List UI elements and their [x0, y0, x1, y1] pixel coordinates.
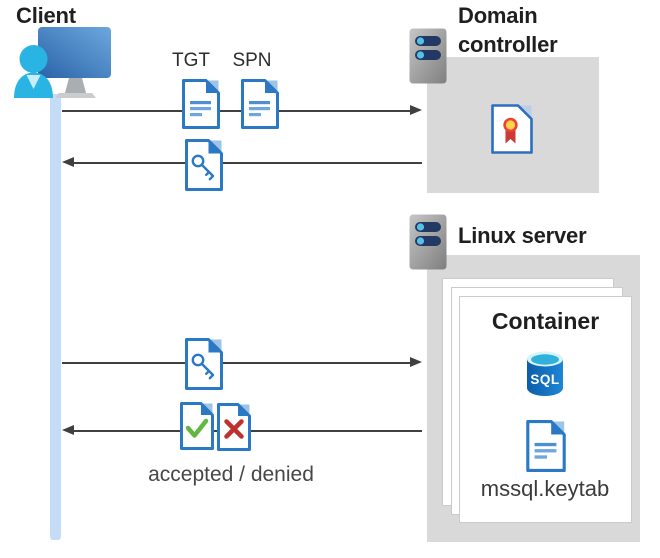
keytab-file-label: mssql.keytab	[480, 476, 610, 501]
sql-database-icon: SQL	[527, 351, 563, 396]
arrow-dc-to-client-line	[74, 162, 422, 164]
key-bow	[191, 353, 205, 367]
monitor-base	[55, 93, 96, 98]
arrow-client-to-linux-head	[410, 357, 422, 367]
keytab-document-icon	[526, 420, 566, 472]
client-label: Client	[16, 3, 76, 28]
person-collar	[26, 75, 41, 89]
key-document-icon	[185, 338, 223, 390]
container-card-front	[459, 296, 632, 523]
arrow-dc-to-client-head	[62, 157, 74, 167]
spn-document-icon	[241, 79, 279, 129]
arrow-client-to-dc-head	[410, 105, 422, 115]
sql-badge-text: SQL	[530, 372, 559, 387]
spn-label: SPN	[232, 50, 272, 71]
certificate-document-icon	[491, 104, 533, 154]
domain-controller-server-icon	[409, 28, 447, 84]
arrow-client-to-linux-line	[62, 362, 410, 364]
check-mark	[185, 418, 209, 438]
key-shaft	[200, 362, 215, 380]
accepted-denied-label: accepted / denied	[148, 463, 314, 486]
arrow-client-to-dc-line	[62, 110, 410, 112]
container-label: Container	[491, 308, 600, 334]
x-document-icon	[217, 403, 251, 451]
certificate-seal-center	[505, 120, 516, 130]
linux-server-label: Linux server	[458, 223, 587, 248]
key-bow	[191, 154, 205, 168]
tgt-label: TGT	[172, 50, 210, 71]
arrow-linux-to-client-head	[62, 425, 74, 435]
check-document-icon	[180, 402, 214, 450]
person-head	[19, 45, 48, 73]
x-mark	[224, 419, 244, 439]
monitor-stand	[65, 78, 86, 93]
linux-server-server-icon	[409, 214, 447, 270]
key-shaft	[200, 163, 215, 181]
domain-controller-label: Domain controller	[458, 3, 558, 57]
database-cylinder	[527, 359, 563, 396]
database-top	[531, 354, 559, 365]
certificate-ribbon	[505, 129, 516, 144]
monitor-screen	[38, 27, 111, 78]
user-at-monitor-icon	[14, 27, 111, 98]
client-lifeline	[50, 94, 61, 540]
tgt-document-icon	[182, 79, 220, 129]
key-document-icon	[185, 139, 223, 191]
